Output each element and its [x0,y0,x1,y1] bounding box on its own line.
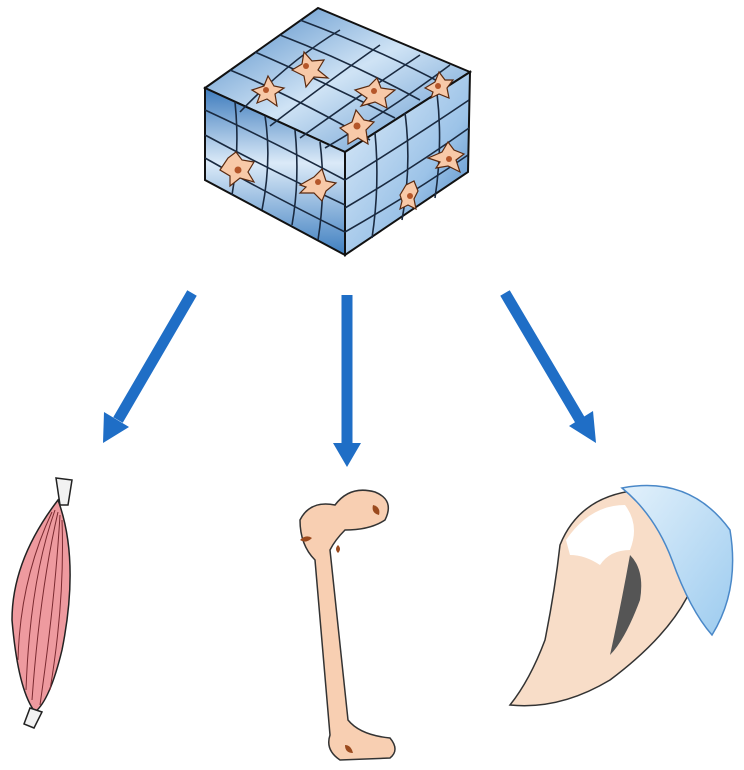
arrow-to-muscle [103,290,197,443]
arrow-to-cartilage [500,290,596,443]
arrow-to-bone [333,295,361,467]
bone-icon [299,489,396,761]
scaffold-cube-icon [203,6,473,257]
cartilage-joint-icon [508,484,734,707]
nuclei [234,63,452,199]
muscle-icon [11,477,73,729]
